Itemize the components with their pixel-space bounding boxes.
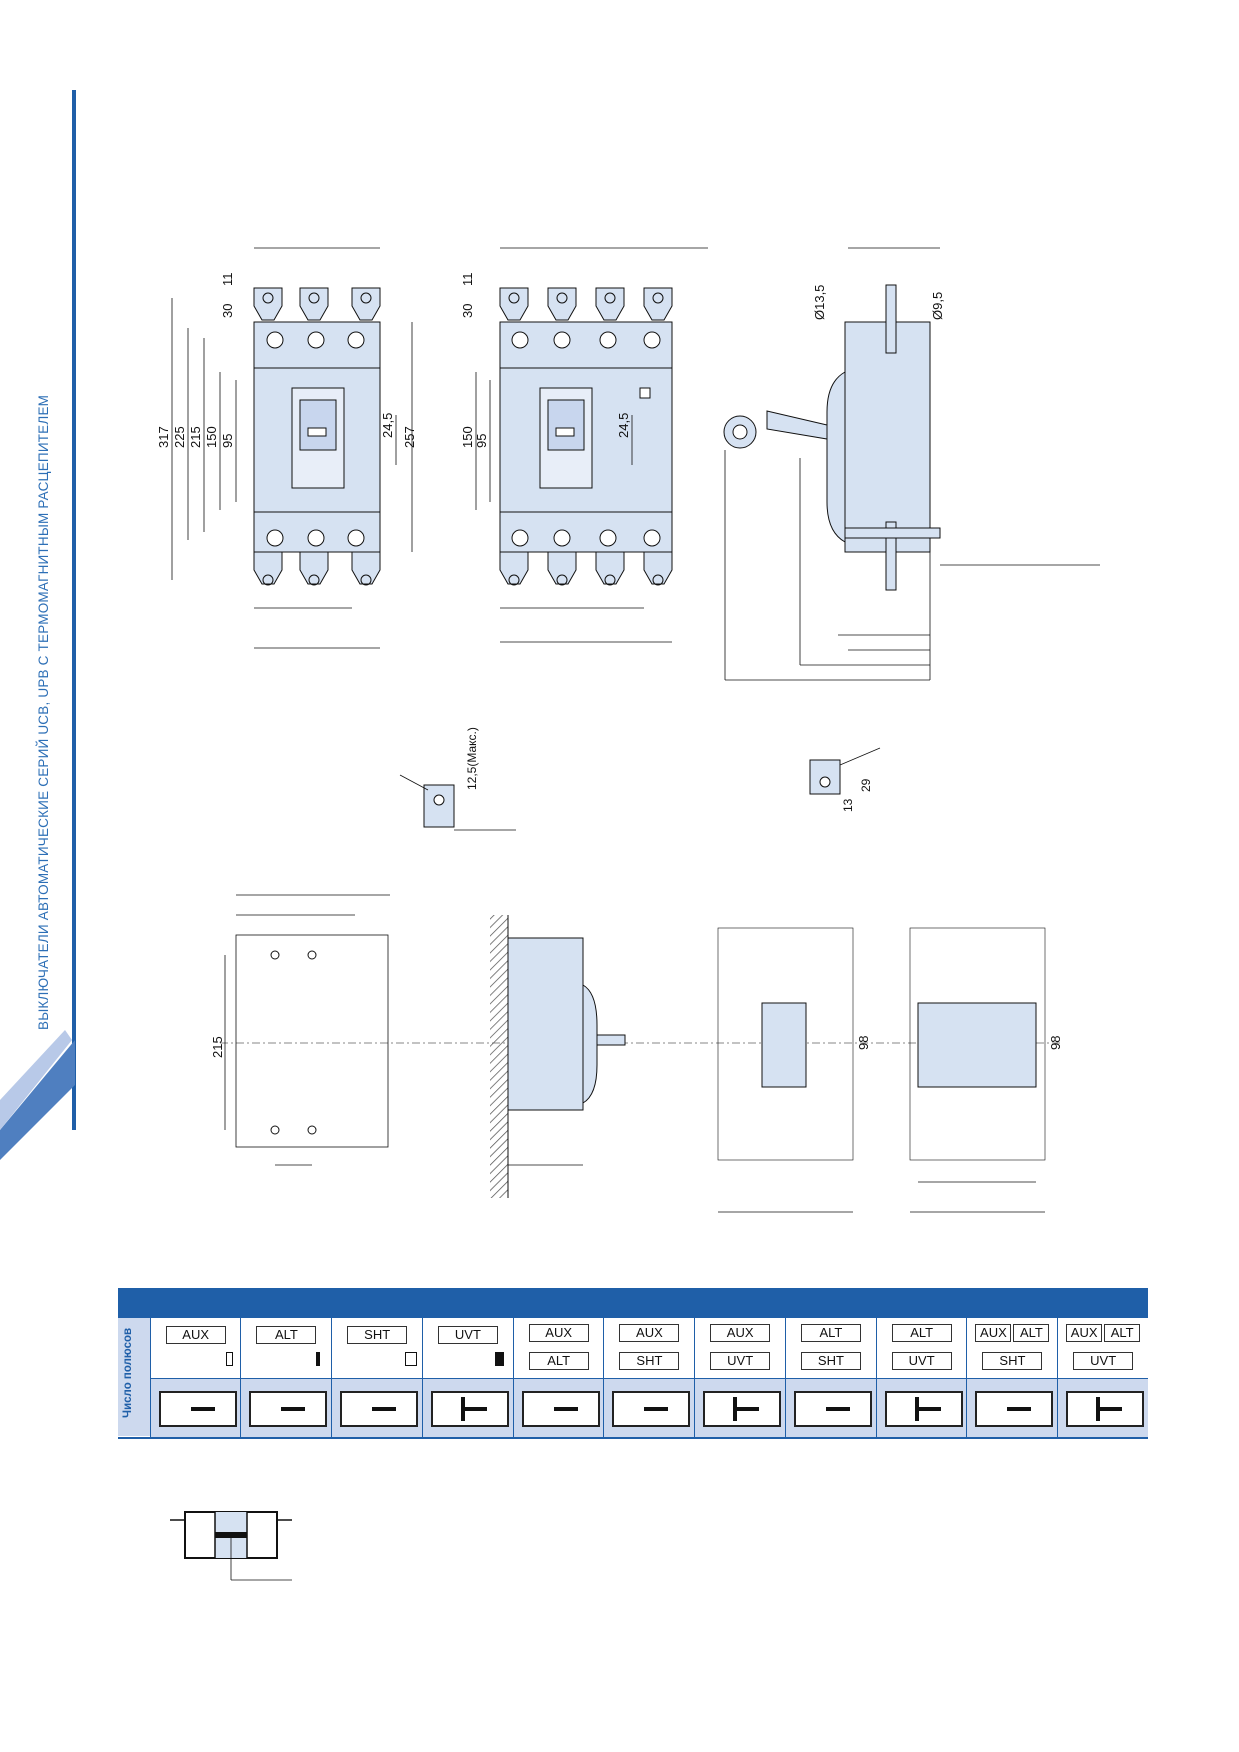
accessory-label-bottom: SHT <box>619 1352 680 1370</box>
sidebar-corner-shape <box>0 1040 75 1160</box>
alt-icon <box>316 1352 321 1366</box>
dim-13: 13 <box>841 798 855 812</box>
front-view-3pole <box>171 247 413 649</box>
dim-24-5: 24,5 <box>380 413 395 438</box>
dim-4p-150: 150 <box>460 426 475 448</box>
sht-icon <box>405 1352 418 1366</box>
dim-29: 29 <box>859 778 873 792</box>
table-col-4: UVT <box>421 1318 513 1437</box>
circuit-symbol <box>1066 1391 1145 1427</box>
dim-4p-24-5: 24,5 <box>616 413 631 438</box>
table-col-11: AUX ALT UVT <box>1057 1318 1148 1437</box>
table-header-bar <box>118 1288 1148 1318</box>
poles-cell: Число полюсов <box>118 1318 150 1436</box>
circuit-symbol <box>430 1391 509 1427</box>
accessory-label-bottom: ALT <box>528 1352 589 1370</box>
accessory-label: SHT <box>347 1326 408 1344</box>
accessory-label: AUX <box>165 1326 226 1344</box>
dim-95: 95 <box>220 434 235 448</box>
front-view-4pole <box>475 247 708 643</box>
dim-225: 225 <box>172 426 187 448</box>
dim-215: 215 <box>188 426 203 448</box>
dim-257: 257 <box>402 426 417 448</box>
aux-icon <box>225 1352 233 1366</box>
table-col-2: ALT <box>240 1318 332 1437</box>
panel-cutout-4pole <box>909 927 1046 1213</box>
legend-symbol <box>170 1511 292 1581</box>
accessory-label: ALT <box>891 1324 952 1342</box>
accessory-label: AUX <box>1066 1324 1103 1342</box>
terminal-detail-right <box>809 747 881 795</box>
uvt-icon <box>494 1352 504 1366</box>
circuit-symbol <box>340 1391 419 1427</box>
table-col-8: ALT SHT <box>784 1318 876 1437</box>
dim-4p-30: 30 <box>460 304 475 318</box>
circuit-symbol <box>612 1391 691 1427</box>
circuit-symbol <box>975 1391 1054 1427</box>
circuit-symbol <box>249 1391 328 1427</box>
dim-4p-11: 11 <box>460 273 475 287</box>
table-col-9: ALT UVT <box>875 1318 967 1437</box>
panel-cutout-3pole <box>717 927 854 1213</box>
dim-150: 150 <box>204 426 219 448</box>
circuit-symbol <box>521 1391 600 1427</box>
table-col-6: AUX SHT <box>603 1318 695 1437</box>
terminal-detail-left <box>399 774 516 831</box>
table-col-7: AUX UVT <box>694 1318 785 1437</box>
accessory-label-bottom: SHT <box>800 1352 861 1370</box>
accessory-label: AUX <box>619 1324 680 1342</box>
accessory-label-2: ALT <box>1013 1324 1050 1342</box>
circuit-symbol <box>793 1391 872 1427</box>
dim-317: 317 <box>156 426 171 448</box>
accessory-label: UVT <box>437 1326 498 1344</box>
dim-11: 11 <box>220 273 235 287</box>
accessory-label-2: ALT <box>1104 1324 1141 1342</box>
circuit-symbol <box>158 1391 237 1427</box>
table-col-3: SHT <box>331 1318 422 1437</box>
table-body: Число полюсов AUX ALT SHT UVT AUX ALT <box>118 1318 1148 1439</box>
accessory-label: AUX <box>975 1324 1012 1342</box>
circuit-symbol <box>703 1391 782 1427</box>
dim-d9-5: Ø9,5 <box>930 292 945 320</box>
side-view <box>723 247 1100 681</box>
dim-98-left: 98 <box>856 1036 871 1050</box>
table-col-10: AUX ALT SHT <box>966 1318 1058 1437</box>
accessory-label: AUX <box>710 1324 771 1342</box>
accessory-label-bottom: SHT <box>982 1352 1043 1370</box>
accessory-label: ALT <box>256 1326 317 1344</box>
accessory-label-bottom: UVT <box>710 1352 771 1370</box>
dim-30: 30 <box>220 304 235 318</box>
circuit-symbol <box>884 1391 963 1427</box>
dim-panel-215: 215 <box>210 1036 225 1058</box>
accessory-label-bottom: UVT <box>891 1352 952 1370</box>
dim-max: 12,5(Макс.) <box>465 727 479 790</box>
panel-side-view <box>490 915 626 1198</box>
dim-98-right: 98 <box>1048 1036 1063 1050</box>
table-col-5: AUX ALT <box>512 1318 604 1437</box>
sidebar-accent-line <box>72 90 76 1130</box>
poles-label: Число полюсов <box>122 1327 134 1418</box>
dim-4p-95: 95 <box>474 434 489 448</box>
accessory-label: AUX <box>528 1324 589 1342</box>
accessory-table: Число полюсов AUX ALT SHT UVT AUX ALT <box>118 1288 1148 1439</box>
accessory-label-bottom: UVT <box>1073 1352 1134 1370</box>
dim-d13-5: Ø13,5 <box>812 285 827 320</box>
table-col-1: AUX <box>149 1318 241 1437</box>
accessory-label: ALT <box>800 1324 861 1342</box>
